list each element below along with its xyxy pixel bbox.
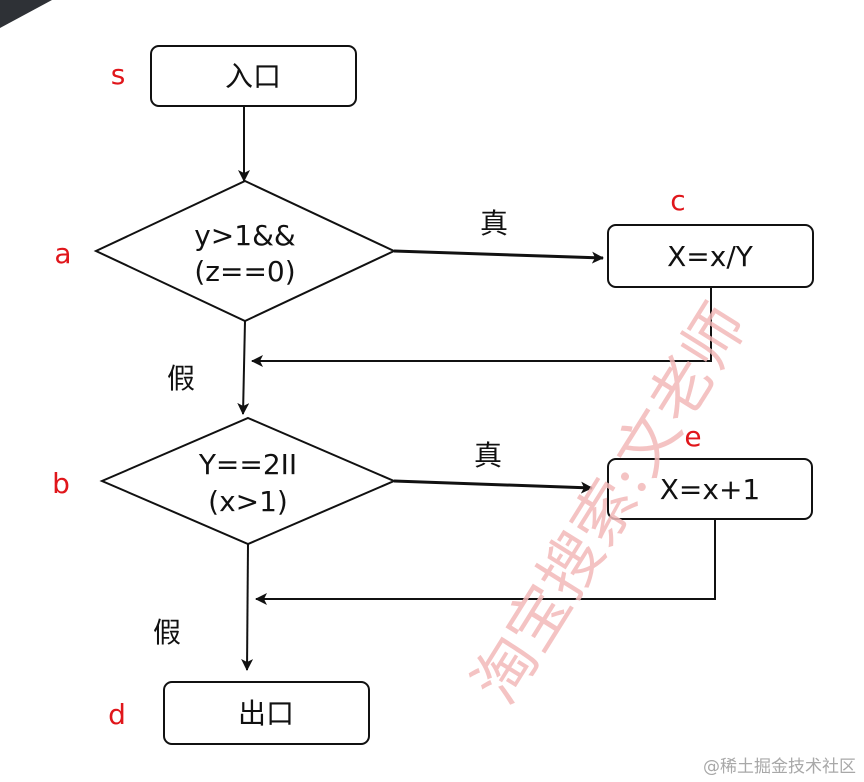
node-id-e: e (684, 420, 701, 453)
node-id-c: c (670, 184, 685, 217)
edge-c-return (251, 288, 712, 367)
entry-node (150, 45, 357, 107)
edge-b-to-d (241, 543, 254, 671)
corner-decoration (0, 0, 52, 28)
edge-label-b-false: 假 (153, 616, 181, 649)
decision-a-line2: (z==0) (194, 255, 295, 288)
node-id-b: b (52, 467, 70, 500)
process-e-label: X=x+1 (660, 473, 761, 506)
edge-label-a-false: 假 (167, 362, 195, 395)
exit-node-label: 出口 (238, 697, 294, 730)
process-c-label: X=x/Y (667, 240, 754, 273)
edge-a-to-c (393, 249, 604, 264)
edge-label-a-true: 真 (480, 207, 508, 240)
decision-node-a (93, 179, 397, 323)
decision-b-line2: (x>1) (208, 485, 288, 518)
node-id-d: d (108, 698, 126, 731)
edge-e-return (255, 519, 716, 605)
node-id-s: s (111, 58, 126, 91)
edge-a-to-b (237, 320, 250, 415)
decision-node-b (99, 416, 397, 546)
entry-node-label: 入口 (225, 60, 281, 93)
decision-a-line1: y>1&& (194, 219, 296, 252)
edge-label-b-true: 真 (474, 439, 502, 472)
decision-b-line1: Y==2II (198, 448, 297, 481)
node-id-a: a (54, 237, 71, 270)
process-node-e (607, 458, 813, 520)
watermark-credit: @稀土掘金技术社区 (703, 757, 856, 777)
edge-b-to-e (393, 479, 593, 494)
exit-node (163, 681, 370, 745)
process-node-c (607, 224, 814, 288)
